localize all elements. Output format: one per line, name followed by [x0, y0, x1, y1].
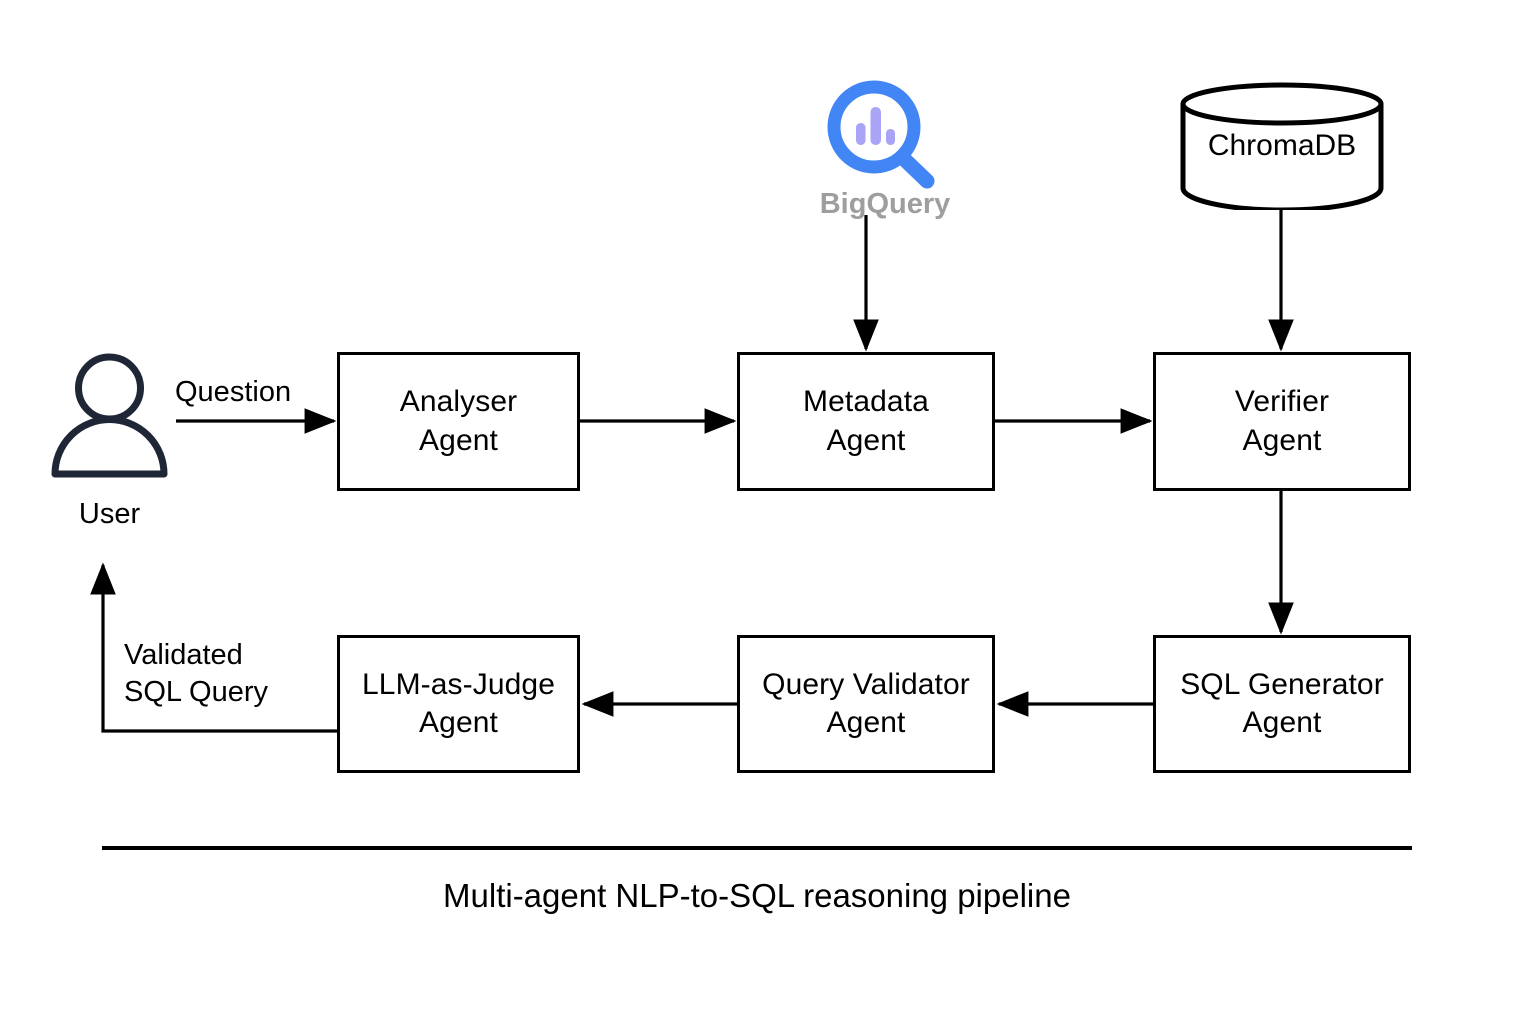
bigquery-magnifier-icon: [823, 78, 943, 190]
diagram-caption: Multi-agent NLP-to-SQL reasoning pipelin…: [443, 877, 1071, 914]
analyser-agent-label-line1: Analyser: [399, 385, 518, 419]
llm-as-judge-agent-label-line2: Agent: [419, 706, 498, 739]
validated-sql-query-edge-label-line1: Validated: [124, 639, 243, 671]
bigquery-datasource: BigQuery: [795, 78, 975, 223]
metadata-agent-box[interactable]: Metadata Agent: [737, 352, 995, 491]
sql-generator-agent-box[interactable]: SQL Generator Agent: [1153, 635, 1411, 773]
footer-divider: [102, 846, 1412, 850]
query-validator-agent-label-line1: Query Validator: [762, 667, 970, 701]
query-validator-agent-label-line2: Agent: [826, 706, 906, 739]
chromadb-datasource: ChromaDB: [1178, 82, 1386, 213]
analyser-agent-box[interactable]: Analyser Agent: [337, 352, 580, 491]
user-head-icon: [75, 353, 144, 423]
question-edge-label: Question: [175, 376, 292, 408]
analyser-agent-label-line2: Agent: [419, 423, 498, 457]
verifier-agent-box[interactable]: Verifier Agent: [1153, 352, 1411, 491]
bigquery-label: BigQuery: [819, 188, 951, 220]
llm-as-judge-agent-label-line1: LLM-as-Judge: [362, 667, 555, 701]
query-validator-agent-box[interactable]: Query Validator Agent: [737, 635, 995, 773]
verifier-agent-label-line1: Verifier: [1234, 385, 1330, 419]
llm-as-judge-agent-box[interactable]: LLM-as-Judge Agent: [337, 635, 580, 773]
sql-generator-agent-label-line1: SQL Generator: [1180, 667, 1384, 701]
metadata-agent-label-line2: Agent: [826, 423, 906, 457]
user-body-icon: [51, 416, 168, 478]
validated-sql-query-edge-label-line2: SQL Query: [124, 676, 268, 708]
user-label: User: [78, 498, 141, 530]
verifier-agent-label-line2: Agent: [1242, 423, 1322, 457]
chromadb-label: ChromaDB: [1207, 129, 1357, 162]
user-actor-icon: [47, 352, 172, 482]
metadata-agent-label-line1: Metadata: [803, 385, 929, 419]
sql-generator-agent-label-line2: Agent: [1242, 706, 1322, 739]
